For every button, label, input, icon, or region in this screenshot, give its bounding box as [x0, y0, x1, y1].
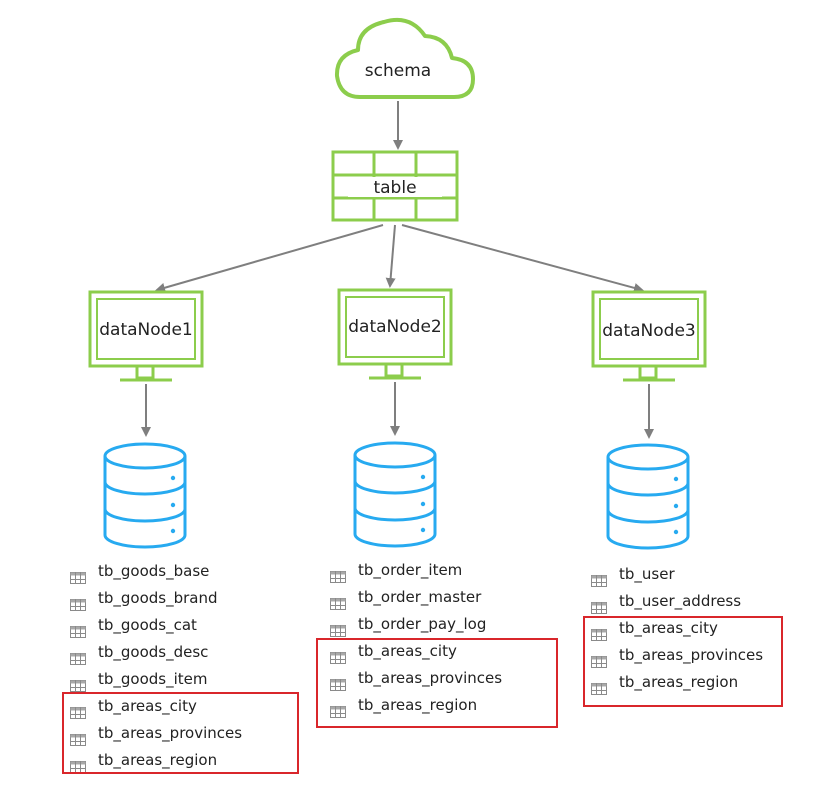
- datanode2-monitor-icon: dataNode2: [337, 288, 453, 380]
- datanode1-database-icon: [103, 442, 187, 549]
- table-icon: [330, 592, 346, 610]
- table-icon: [591, 569, 607, 587]
- datanode2-label: dataNode2: [348, 317, 441, 337]
- datanode3-database-icon: [606, 443, 690, 550]
- arrow-table-to-node1: [155, 224, 384, 293]
- table-icon: [591, 623, 607, 641]
- table-icon: [591, 677, 607, 695]
- table-name: tb_areas_provinces: [358, 669, 503, 687]
- table-list-item: tb_areas_city: [591, 615, 763, 642]
- datanode1-shared-tables-highlight: [62, 692, 299, 774]
- datanode2-table-list: tb_order_item tb_order_master tb_order_pay…: [330, 557, 502, 719]
- table-list-item: tb_goods_desc: [70, 639, 242, 666]
- table-list-item: tb_areas_city: [70, 693, 242, 720]
- table-icon: [591, 596, 607, 614]
- table-name: tb_areas_region: [619, 673, 739, 691]
- table-icon: [330, 619, 346, 637]
- table-icon: [70, 728, 86, 746]
- table-name: tb_user_address: [619, 592, 742, 610]
- table-icon: [70, 674, 86, 692]
- datanode1-label: dataNode1: [99, 320, 192, 340]
- table-icon: [70, 647, 86, 665]
- table-list-item: tb_areas_provinces: [70, 720, 242, 747]
- table-name: tb_areas_provinces: [98, 724, 243, 742]
- table-name: tb_goods_brand: [98, 589, 218, 607]
- datanode3-monitor-icon: dataNode3: [591, 290, 707, 382]
- table-name: tb_areas_city: [619, 619, 718, 637]
- table-grid-icon: table: [331, 150, 459, 222]
- table-name: tb_goods_item: [98, 670, 208, 688]
- arrow-table-to-node3: [401, 224, 644, 293]
- table-name: tb_order_master: [358, 588, 482, 606]
- table-icon: [70, 755, 86, 773]
- datanode2-database-icon: [353, 441, 437, 548]
- table-list-item: tb_user: [591, 561, 763, 588]
- table-icon: [330, 700, 346, 718]
- table-list-item: tb_user_address: [591, 588, 763, 615]
- schema-label: schema: [365, 61, 431, 81]
- table-label: table: [373, 178, 416, 198]
- table-icon: [70, 701, 86, 719]
- datanode1-monitor-icon: dataNode1: [88, 290, 204, 382]
- table-list-item: tb_goods_brand: [70, 585, 242, 612]
- table-icon: [70, 593, 86, 611]
- table-icon: [330, 673, 346, 691]
- table-icon: [330, 646, 346, 664]
- table-name: tb_order_pay_log: [358, 615, 487, 633]
- table-name: tb_areas_city: [98, 697, 197, 715]
- datanode3-shared-tables-highlight: [583, 616, 783, 707]
- table-list-item: tb_areas_city: [330, 638, 502, 665]
- table-list-item: tb_areas_region: [591, 669, 763, 696]
- table-name: tb_areas_city: [358, 642, 457, 660]
- datanode3-label: dataNode3: [602, 321, 695, 341]
- table-name: tb_goods_base: [98, 562, 210, 580]
- table-list-item: tb_areas_region: [330, 692, 502, 719]
- table-name: tb_user: [619, 565, 675, 583]
- table-name: tb_goods_desc: [98, 643, 209, 661]
- table-name: tb_areas_region: [98, 751, 218, 769]
- arrow-table-to-node2: [385, 224, 396, 288]
- table-list-item: tb_areas_provinces: [591, 642, 763, 669]
- table-icon: [70, 620, 86, 638]
- table-list-item: tb_goods_base: [70, 558, 242, 585]
- table-list-item: tb_areas_provinces: [330, 665, 502, 692]
- datanode2-shared-tables-highlight: [316, 638, 558, 728]
- table-icon: [70, 566, 86, 584]
- table-name: tb_areas_region: [358, 696, 478, 714]
- table-list-item: tb_goods_item: [70, 666, 242, 693]
- table-icon: [591, 650, 607, 668]
- table-name: tb_areas_provinces: [619, 646, 764, 664]
- table-list-item: tb_order_pay_log: [330, 611, 502, 638]
- table-list-item: tb_goods_cat: [70, 612, 242, 639]
- table-list-item: tb_order_item: [330, 557, 502, 584]
- schema-cloud-icon: schema: [334, 17, 475, 99]
- table-list-item: tb_order_master: [330, 584, 502, 611]
- table-list-item: tb_areas_region: [70, 747, 242, 774]
- table-name: tb_goods_cat: [98, 616, 197, 634]
- table-name: tb_order_item: [358, 561, 463, 579]
- datanode3-table-list: tb_user tb_user_address tb_areas_city tb_ar…: [591, 561, 763, 696]
- table-icon: [330, 565, 346, 583]
